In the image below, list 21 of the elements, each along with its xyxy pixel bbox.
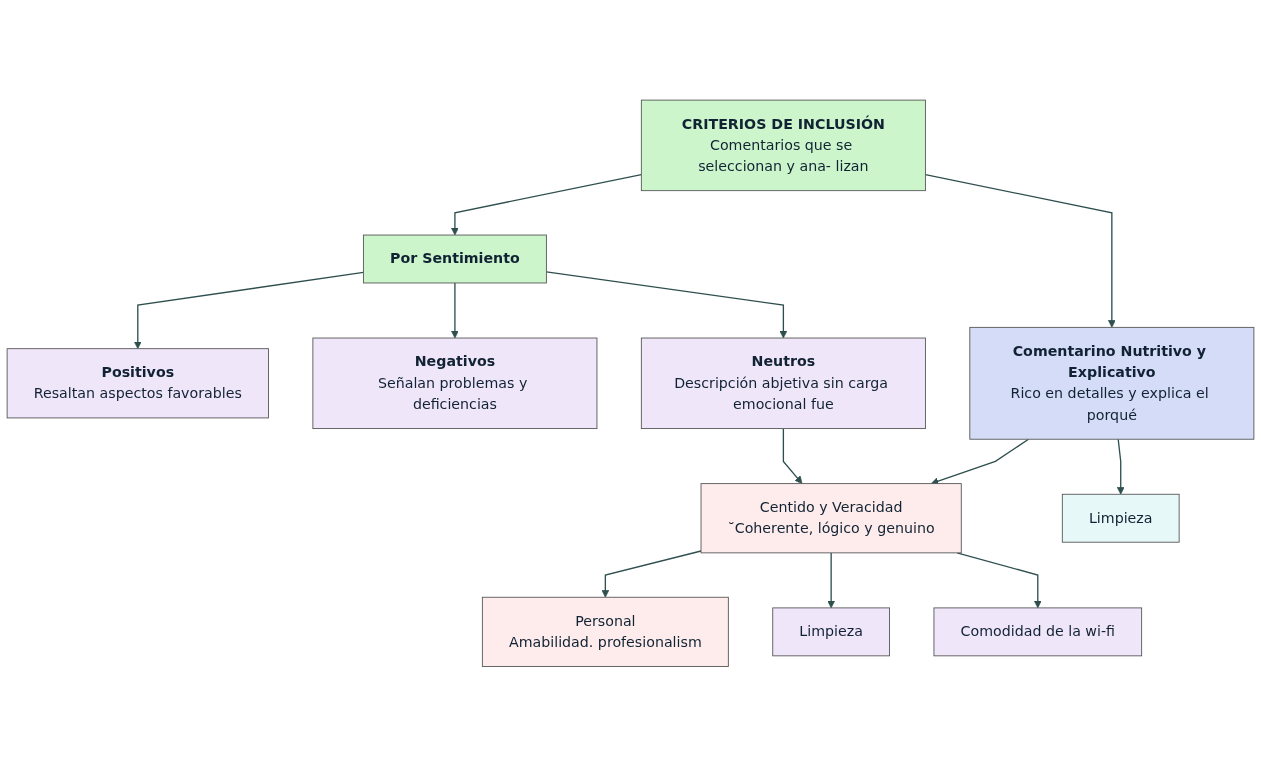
node-box: Por Sentimiento xyxy=(362,234,547,284)
node-box: Neutros Descripción abjetiva sin carga emocional fue xyxy=(640,337,926,429)
node-box: Positivos Resaltan aspectos favorables xyxy=(6,347,269,419)
node-box: Comentarino Nutritivo y Explicativo Rico en detalles y explica el porqué xyxy=(969,326,1255,440)
node-box: Negativos Señalan problemas y deficiencias xyxy=(312,337,598,429)
arrow xyxy=(601,550,702,598)
node-box: Limpieza xyxy=(1061,493,1180,543)
node-box: Limpieza xyxy=(772,607,890,656)
arrow xyxy=(827,551,836,608)
arrow xyxy=(1116,438,1125,495)
arrow xyxy=(545,270,788,339)
node-box: Comodidad de la wi-fi xyxy=(933,607,1143,656)
arrow xyxy=(930,438,1030,485)
arrow xyxy=(782,427,803,484)
arrow xyxy=(451,173,642,236)
node-box: Centido y Veracidad ˘Coherente, lógico y genuino xyxy=(700,482,962,553)
arrow xyxy=(133,271,365,349)
arrow xyxy=(924,173,1116,328)
node-box: Personal Amabilidad. profesionalism xyxy=(481,596,729,667)
arrow xyxy=(451,282,459,339)
node-box: CRITERIOS DE INCLUSIÓN Comentarios que se seleccionan y ana- lizan xyxy=(640,99,926,191)
